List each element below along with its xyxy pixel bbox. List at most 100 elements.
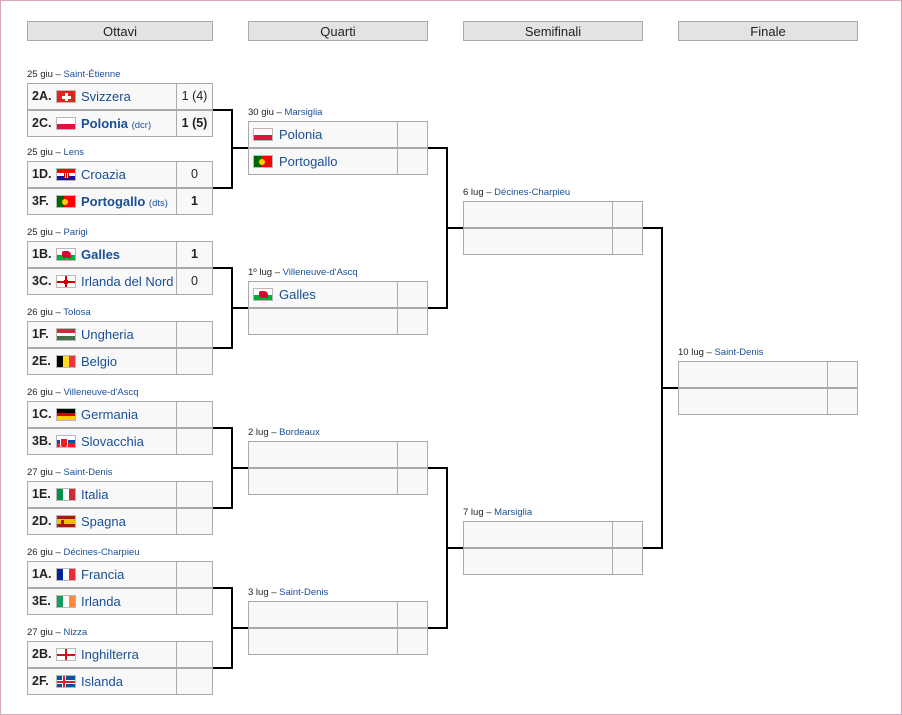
match-date: 26 giu — [27, 387, 53, 398]
team-seed: 1A. — [32, 567, 52, 581]
table-row — [463, 228, 613, 255]
table-row: 3E.Irlanda — [27, 588, 177, 615]
score-cell — [397, 148, 428, 175]
connector-line — [231, 467, 248, 469]
date-separator: – — [52, 387, 64, 398]
score-cell — [176, 641, 213, 668]
team-link[interactable]: Polonia (dcr) — [81, 111, 151, 138]
score-cell — [176, 348, 213, 375]
team-link[interactable]: Francia — [81, 562, 124, 587]
date-separator: – — [483, 187, 495, 198]
belgium-flag-icon — [56, 355, 76, 368]
venue-link[interactable]: Saint-Denis — [279, 587, 329, 598]
italy-flag-icon — [56, 488, 76, 501]
table-row: 2D.Spagna — [27, 508, 177, 535]
venue-link[interactable]: Lens — [63, 147, 85, 158]
northern-ireland-flag-icon — [56, 275, 76, 288]
score-cell — [397, 601, 428, 628]
team-link[interactable]: Germania — [81, 402, 138, 427]
venue-link[interactable]: Marsiglia — [494, 507, 533, 518]
team-link[interactable]: Portogallo (dts) — [81, 189, 168, 216]
team-seed: 1E. — [32, 487, 51, 501]
connector-line — [446, 547, 463, 549]
team-link[interactable]: Islanda — [81, 669, 123, 694]
team-name: Spagna — [81, 514, 126, 529]
team-link[interactable]: Polonia — [279, 127, 323, 142]
match-date: 6 lug — [463, 187, 484, 198]
team-link[interactable]: Belgio — [81, 349, 117, 374]
match-label: 7 lug – Marsiglia — [463, 507, 532, 518]
team-link[interactable]: Inghilterra — [81, 642, 139, 667]
venue-link[interactable]: Tolosa — [63, 307, 91, 318]
round-header-ottavi: Ottavi — [27, 21, 213, 41]
venue-link[interactable]: Nizza — [63, 627, 88, 638]
team-link[interactable]: Irlanda — [81, 589, 121, 614]
team-link[interactable]: Portogallo — [279, 154, 338, 169]
team-seed: 3C. — [32, 274, 52, 288]
team-link[interactable]: Spagna — [81, 509, 126, 534]
date-separator: – — [703, 347, 715, 358]
score-cell: 0 — [176, 161, 213, 188]
team-link[interactable]: Svizzera — [81, 84, 131, 109]
team-seed: 1F. — [32, 327, 49, 341]
team-seed: 1C. — [32, 407, 52, 421]
england-flag-icon — [56, 648, 76, 661]
table-row — [248, 468, 398, 495]
portugal-flag-icon — [253, 155, 273, 168]
venue-link[interactable]: Parigi — [63, 227, 88, 238]
table-row: 3B.Slovacchia — [27, 428, 177, 455]
score-cell: 1 (4) — [176, 83, 213, 110]
venue-link[interactable]: Saint-Étienne — [63, 69, 121, 80]
venue-link[interactable]: Saint-Denis — [63, 467, 113, 478]
france-flag-icon — [56, 568, 76, 581]
venue-link[interactable]: Décines-Charpieu — [494, 187, 571, 198]
venue-link[interactable]: Bordeaux — [279, 427, 320, 438]
date-separator: – — [268, 587, 280, 598]
date-separator: – — [52, 627, 64, 638]
team-link[interactable]: Galles — [279, 287, 316, 302]
table-row — [248, 441, 398, 468]
table-row: 1F. Ungheria — [27, 321, 177, 348]
connector-line — [231, 109, 233, 189]
match-date: 30 giu — [248, 107, 274, 118]
team-seed: 2A. — [32, 89, 52, 103]
team-link[interactable]: Italia — [81, 482, 108, 507]
venue-link[interactable]: Villeneuve-d'Ascq — [282, 267, 358, 278]
venue-link[interactable]: Villeneuve-d'Ascq — [63, 387, 139, 398]
match-label: 30 giu – Marsiglia — [248, 107, 322, 118]
connector-line — [213, 187, 231, 189]
match-date: 25 giu — [27, 227, 53, 238]
team-link[interactable]: Ungheria — [81, 322, 134, 347]
team-name: Croazia — [81, 167, 126, 182]
match-label: 25 giu – Saint-Étienne — [27, 69, 121, 80]
date-separator: – — [52, 307, 64, 318]
poland-flag-icon — [56, 117, 76, 130]
table-row — [463, 201, 613, 228]
connector-line — [428, 627, 446, 629]
table-row — [248, 308, 398, 335]
team-link[interactable]: Irlanda del Nord — [81, 269, 174, 294]
table-row: Polonia — [248, 121, 398, 148]
team-name: Belgio — [81, 354, 118, 369]
team-link[interactable]: Croazia — [81, 162, 126, 187]
round-header-finale: Finale — [678, 21, 858, 41]
team-name: Irlanda del Nord — [81, 274, 174, 289]
match-label: 27 giu – Nizza — [27, 627, 87, 638]
team-name: Francia — [81, 567, 125, 582]
table-row — [678, 388, 828, 415]
team-link[interactable]: Slovacchia — [81, 429, 144, 454]
venue-link[interactable]: Saint-Denis — [714, 347, 764, 358]
venue-link[interactable]: Décines-Charpieu — [63, 547, 140, 558]
date-separator: – — [273, 107, 285, 118]
table-row: 2C.Polonia (dcr) — [27, 110, 177, 137]
connector-line — [213, 427, 231, 429]
date-separator: – — [52, 69, 64, 80]
match-date: 2 lug — [248, 427, 269, 438]
score-cell — [176, 561, 213, 588]
score-cell: 1 — [176, 241, 213, 268]
switzerland-flag-icon — [56, 90, 76, 103]
team-link[interactable]: Galles — [81, 242, 120, 267]
connector-line — [231, 627, 248, 629]
score-cell — [612, 228, 643, 255]
venue-link[interactable]: Marsiglia — [284, 107, 323, 118]
